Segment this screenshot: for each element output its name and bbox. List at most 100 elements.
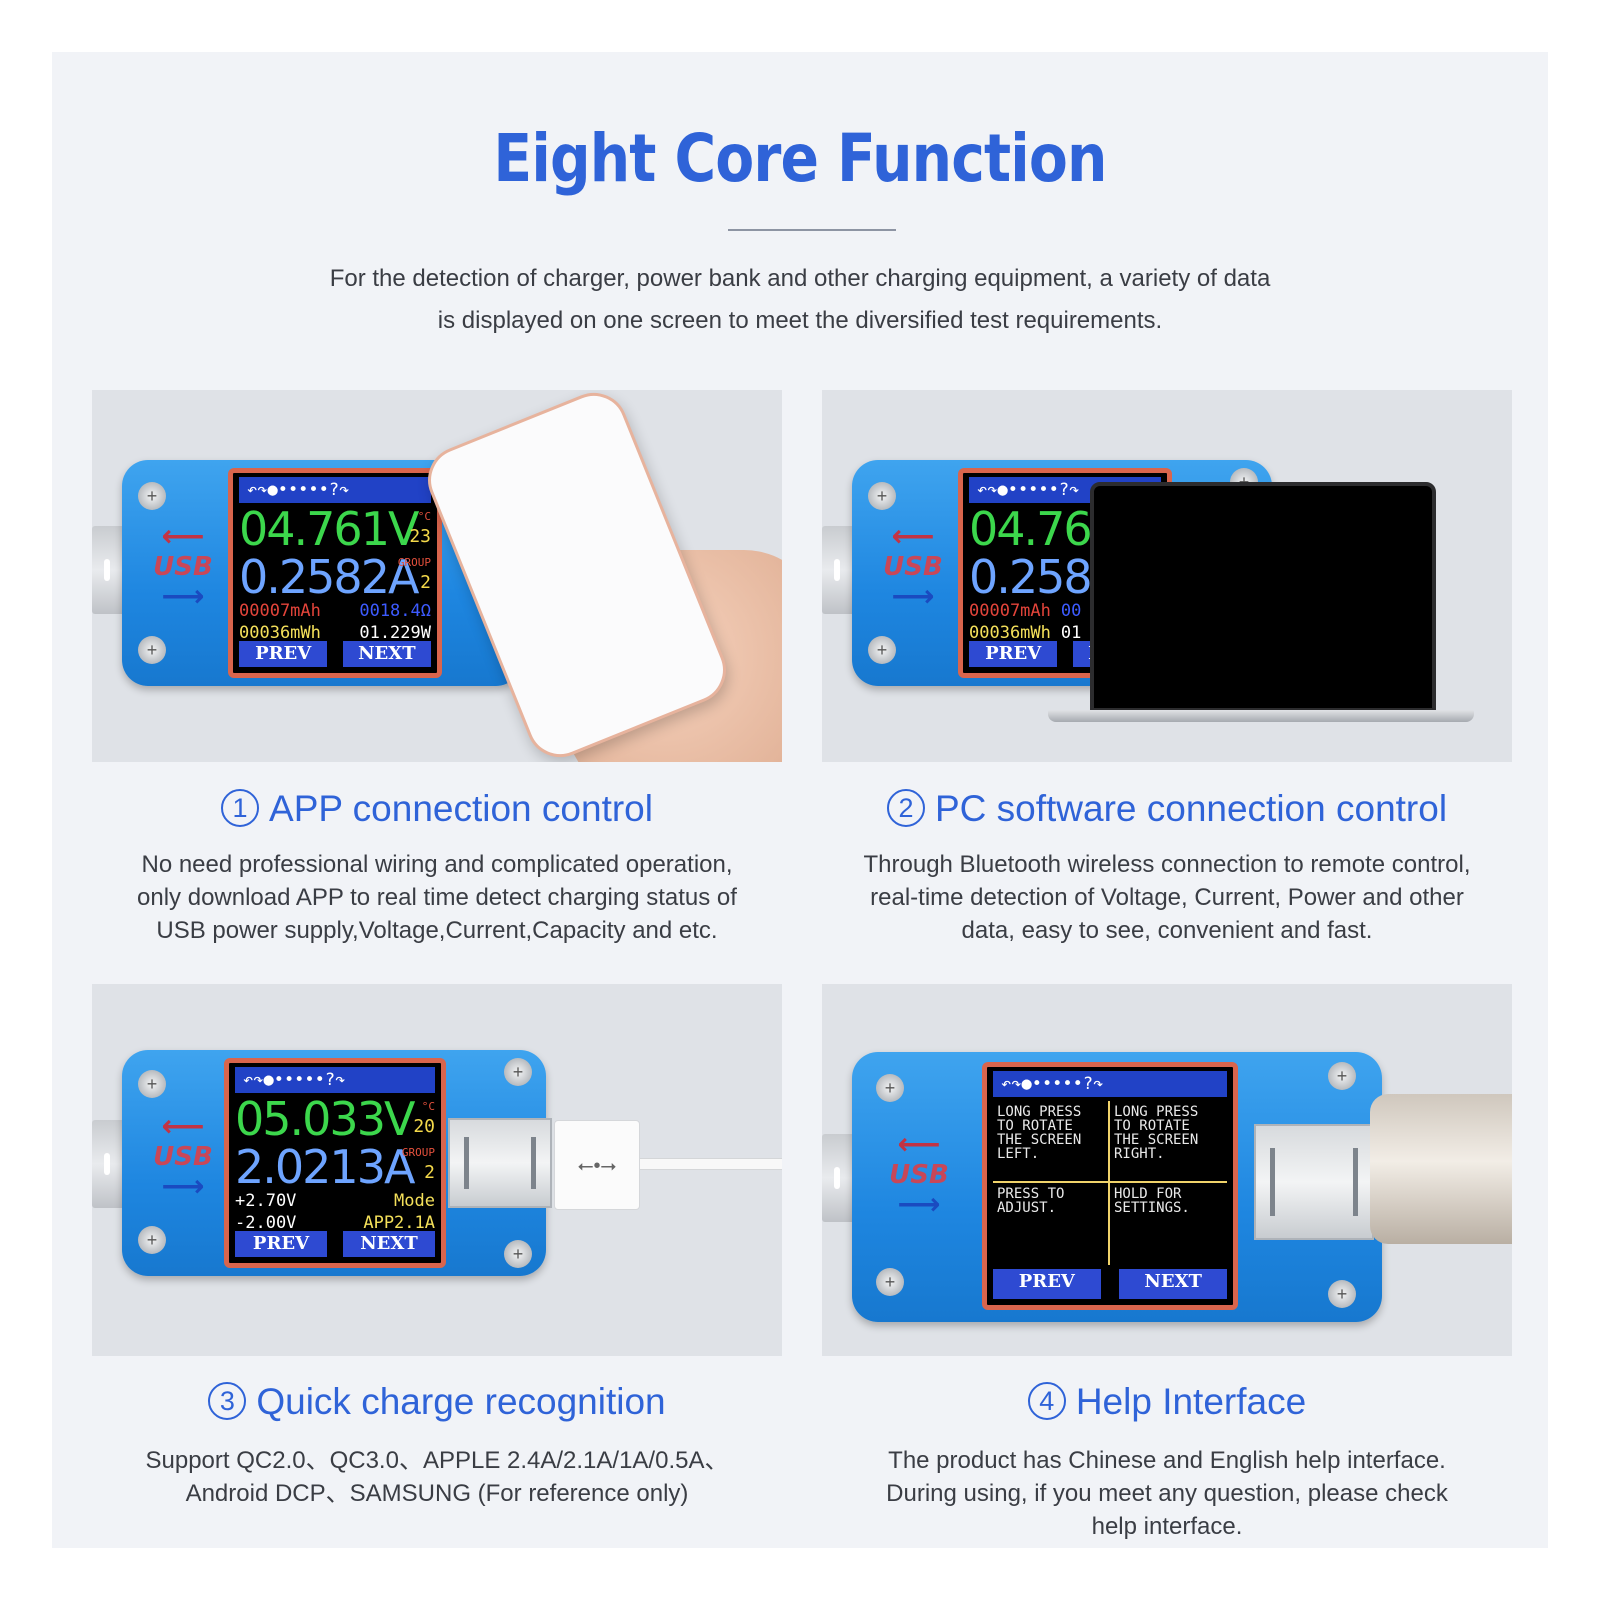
arrow-right-icon: ⟶ [891, 579, 935, 614]
usb-logo-text: USB [883, 552, 943, 582]
dp-voltage: +2.70V [235, 1191, 297, 1211]
ohm-readout: 00 [1060, 601, 1082, 621]
mode-value: APP2.1A [363, 1213, 435, 1233]
mode-label: Mode [394, 1191, 435, 1211]
feature-image-app: ⟵ USB ⟶ ↶↷●•••••?↷ 04.761V 0.2582A °C 23… [92, 390, 782, 762]
number-badge: 1 [221, 789, 260, 827]
usb-logo-text: USB [153, 552, 213, 582]
mwh-readout: 00036mWh [239, 623, 321, 643]
arrow-left-icon: ⟵ [897, 1127, 941, 1162]
watt-readout: 01 [1060, 623, 1082, 643]
usb-a-port [448, 1118, 552, 1208]
lcd-status-bar: ↶↷●•••••?↷ [239, 477, 431, 503]
feature-desc-quick-charge: Support QC2.0、QC3.0、APPLE 2.4A/2.1A/1A/0… [92, 1444, 782, 1510]
arrow-left-icon: ⟵ [891, 519, 935, 554]
next-button[interactable]: NEXT [1119, 1269, 1227, 1299]
energy-row: 00036mWh 01 [969, 623, 1161, 643]
temp-value: 23 [409, 526, 431, 547]
usb-tester-device: ⟵ USB ⟶ ↶↷●•••••?↷ LONG PRESS TO ROTATE … [852, 1052, 1382, 1322]
screw-icon [1328, 1280, 1356, 1308]
mwh-readout: 00036mWh [969, 623, 1051, 643]
screw-icon [138, 636, 166, 664]
help-adjust: PRESS TO ADJUST. [993, 1183, 1110, 1265]
arrow-left-icon: ⟵ [161, 519, 205, 554]
desc-line: During using, if you meet any question, … [886, 1480, 1448, 1507]
screw-icon [138, 482, 166, 510]
intro-text: For the detection of charger, power bank… [180, 258, 1420, 342]
lcd-screen: ↶↷●•••••?↷ LONG PRESS TO ROTATE THE SCRE… [982, 1062, 1238, 1310]
arrow-right-icon: ⟶ [897, 1187, 941, 1222]
number-badge: 4 [1027, 1382, 1066, 1420]
usb-logo: ⟵ USB ⟶ [868, 522, 958, 612]
help-rotate-right: LONG PRESS TO ROTATE THE SCREEN RIGHT. [1110, 1101, 1227, 1183]
voltage-readout: 05.033V [235, 1092, 415, 1146]
prev-button[interactable]: PREV [239, 641, 328, 667]
title-divider [728, 229, 896, 231]
desc-line: only download APP to real time detect ch… [137, 884, 737, 911]
group-value: 2 [424, 1162, 435, 1183]
group-label: GROUP [401, 1146, 435, 1159]
temp-unit: °C [421, 1100, 435, 1113]
laptop-base [1048, 710, 1474, 722]
feature-desc-help: The product has Chinese and English help… [822, 1444, 1512, 1543]
prev-button[interactable]: PREV [993, 1269, 1101, 1299]
smartphone [417, 390, 737, 762]
prev-button[interactable]: PREV [235, 1231, 327, 1257]
usb-logo: ⟵ USB ⟶ [874, 1130, 964, 1220]
group-value: 2 [420, 572, 431, 593]
feature-image-help: ⟵ USB ⟶ ↶↷●•••••?↷ LONG PRESS TO ROTATE … [822, 984, 1512, 1356]
page-title: Eight Core Function [493, 120, 1107, 197]
screw-icon [504, 1058, 532, 1086]
lcd-screen: ↶↷●•••••?↷ 04.761V 0.2582A °C 23 GROUP 2… [228, 468, 442, 678]
help-rotate-left: LONG PRESS TO ROTATE THE SCREEN LEFT. [993, 1101, 1110, 1183]
number-badge: 2 [886, 789, 925, 827]
usb-cable [640, 1158, 782, 1170]
prev-button[interactable]: PREV [969, 641, 1058, 667]
usb-logo-text: USB [889, 1160, 949, 1190]
usb-logo-text: USB [153, 1142, 213, 1172]
screw-icon [1328, 1062, 1356, 1090]
lcd-screen: ↶↷●•••••?↷ 05.033V 2.0213A °C 20 GROUP 2… [224, 1058, 446, 1268]
lcd-status-bar: ↶↷●•••••?↷ [235, 1067, 435, 1093]
temp-unit: °C [417, 510, 431, 523]
usb-a-port [1254, 1124, 1374, 1240]
lcd-buttons: PREV NEXT [239, 641, 431, 667]
screw-icon [868, 636, 896, 664]
lcd-buttons: PREV NEXT [235, 1231, 435, 1257]
feature-title-text: APP connection control [269, 788, 653, 829]
help-settings: HOLD FOR SETTINGS. [1114, 1186, 1190, 1216]
energy-row: 00036mWh 01.229W [239, 623, 431, 643]
desc-line: Android DCP、SAMSUNG (For reference only) [185, 1480, 689, 1507]
dn-voltage: -2.00V [235, 1213, 297, 1233]
help-grid: LONG PRESS TO ROTATE THE SCREEN LEFT. LO… [993, 1101, 1227, 1265]
capacity-row: 00007mAh 0018.4Ω [239, 601, 431, 621]
arrow-right-icon: ⟶ [161, 1169, 205, 1204]
number-badge: 3 [208, 1382, 247, 1420]
desc-line: data, easy to see, convenient and fast. [961, 917, 1373, 944]
usb-tester-device: ⟵ USB ⟶ ↶↷●•••••?↷ 05.033V 2.0213A °C 20… [122, 1050, 546, 1276]
feature-desc-app: No need professional wiring and complica… [92, 848, 782, 947]
current-readout: 2.0213A [235, 1140, 415, 1194]
current-readout: 0.2582A [239, 550, 419, 604]
next-button[interactable]: NEXT [343, 1231, 435, 1257]
screw-icon [504, 1240, 532, 1268]
arrow-right-icon: ⟶ [161, 579, 205, 614]
screw-icon [876, 1268, 904, 1296]
desc-line: Support QC2.0、QC3.0、APPLE 2.4A/2.1A/1A/0… [145, 1447, 729, 1474]
feature-image-quick-charge: ⟵ USB ⟶ ↶↷●•••••?↷ 05.033V 2.0213A °C 20… [92, 984, 782, 1356]
usb-logo: ⟵ USB ⟶ [138, 522, 228, 612]
ohm-readout: 0018.4Ω [359, 601, 431, 621]
intro-line: is displayed on one screen to meet the d… [437, 307, 1163, 334]
next-button[interactable]: NEXT [342, 641, 431, 667]
screw-icon [138, 1226, 166, 1254]
side-readings: °C 20 GROUP 2 [402, 1097, 435, 1183]
laptop-screen [1090, 482, 1436, 712]
desc-line: USB power supply,Voltage,Current,Capacit… [156, 917, 718, 944]
side-readings: °C 23 GROUP 2 [398, 507, 431, 593]
usb-dongle [1370, 1094, 1512, 1244]
screw-icon [876, 1074, 904, 1102]
voltage-readout: 04.761V [239, 502, 419, 556]
